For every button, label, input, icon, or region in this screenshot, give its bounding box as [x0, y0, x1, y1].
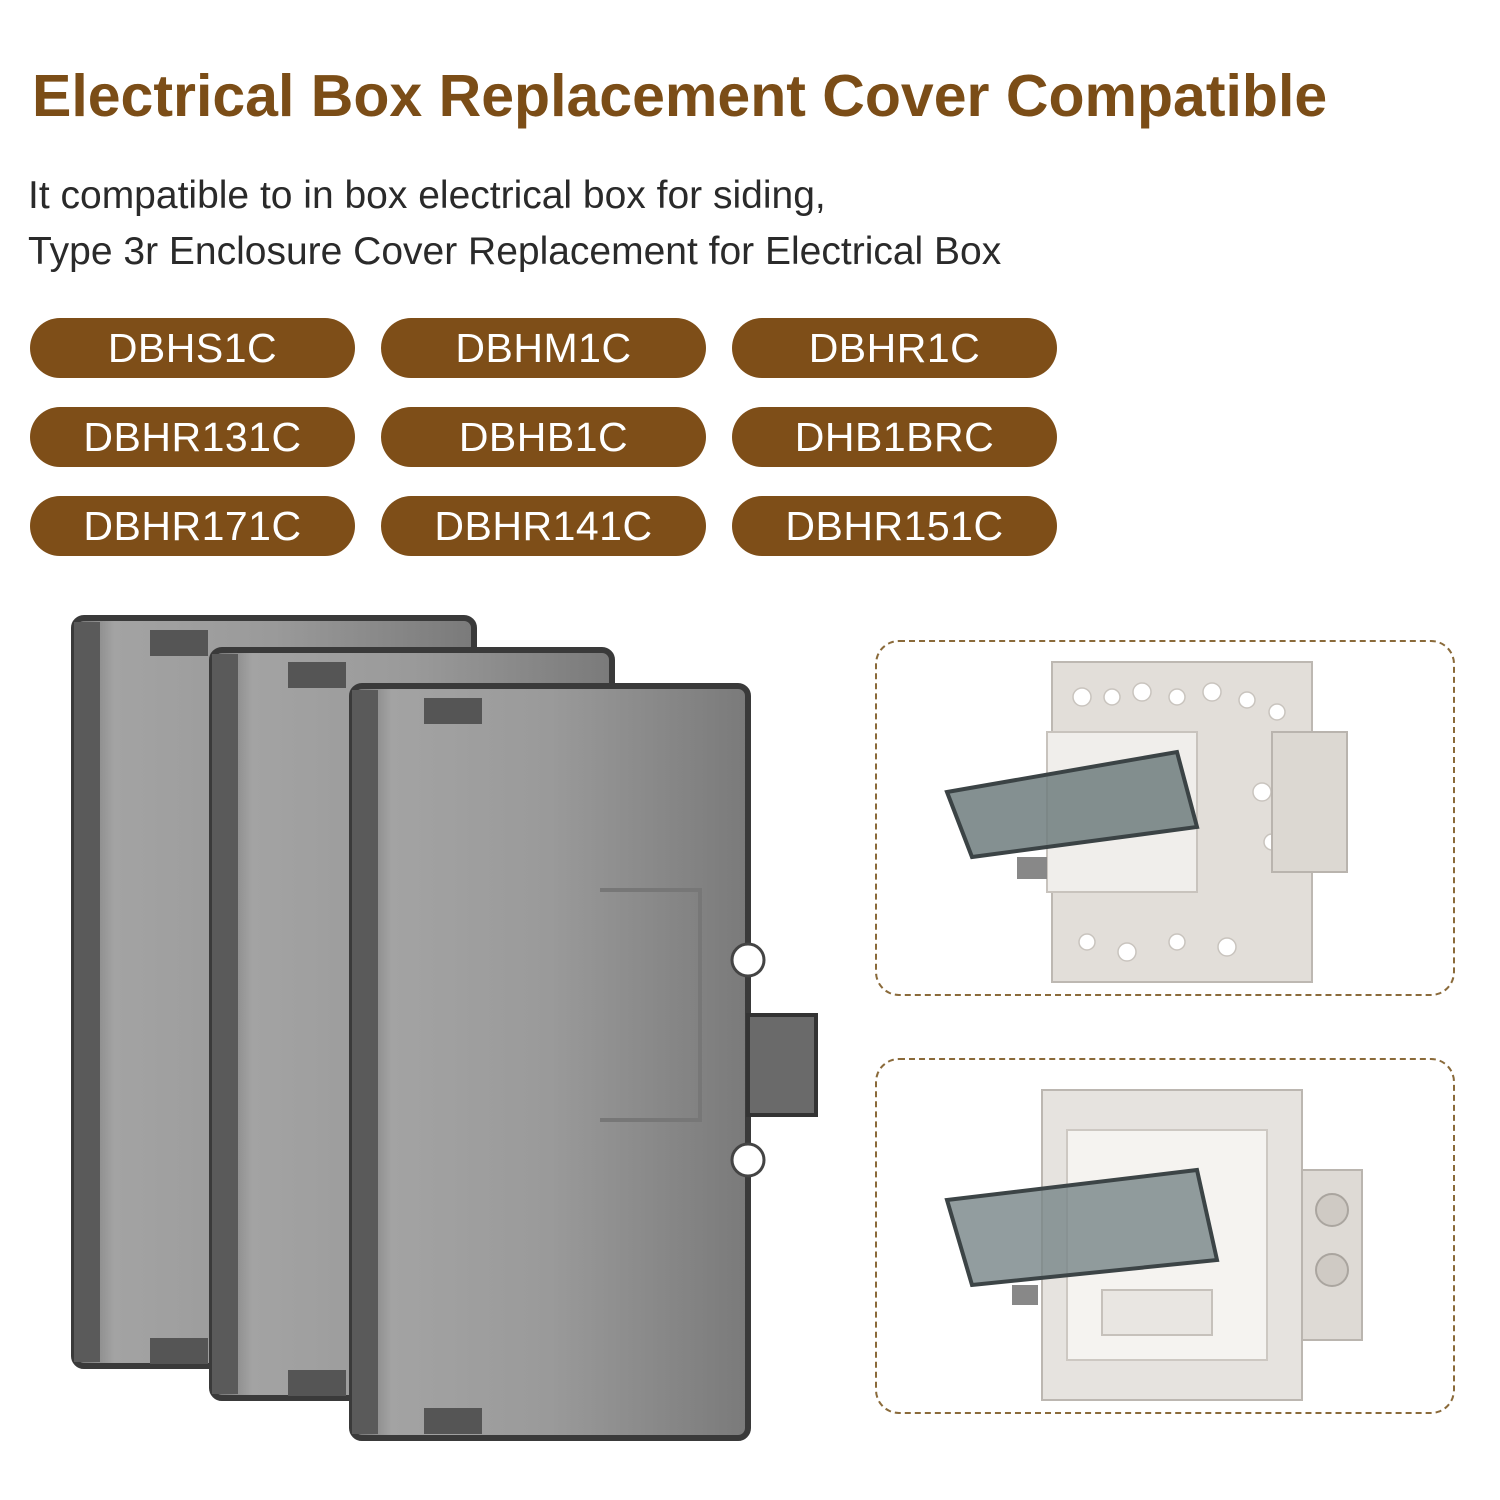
model-badge: DBHR131C: [30, 407, 355, 467]
page-title: Electrical Box Replacement Cover Compati…: [32, 63, 1328, 129]
model-badge: DHB1BRC: [732, 407, 1057, 467]
model-badge: DBHR141C: [381, 496, 706, 556]
installed-view-bottom: [875, 1058, 1455, 1414]
installed-view-top: [875, 640, 1455, 996]
model-badge: DBHR151C: [732, 496, 1057, 556]
cover-panel-front: [349, 683, 818, 1441]
model-badge: DBHM1C: [381, 318, 706, 378]
subtitle-line-1: It compatible to in box electrical box f…: [28, 174, 826, 217]
subtitle: It compatible to in box electrical box f…: [28, 168, 1001, 280]
cover-panels-illustration: [71, 615, 818, 1441]
model-list: DBHS1C DBHM1C DBHR1C DBHR131C DBHB1C DHB…: [30, 318, 1057, 556]
model-badge: DBHR171C: [30, 496, 355, 556]
model-badge: DBHS1C: [30, 318, 355, 378]
subtitle-line-2: Type 3r Enclosure Cover Replacement for …: [28, 230, 1002, 273]
model-badge: DBHR1C: [732, 318, 1057, 378]
model-badge: DBHB1C: [381, 407, 706, 467]
installed-box-illustration: [944, 661, 1348, 983]
siding-mount-illustration: [944, 1089, 1363, 1401]
